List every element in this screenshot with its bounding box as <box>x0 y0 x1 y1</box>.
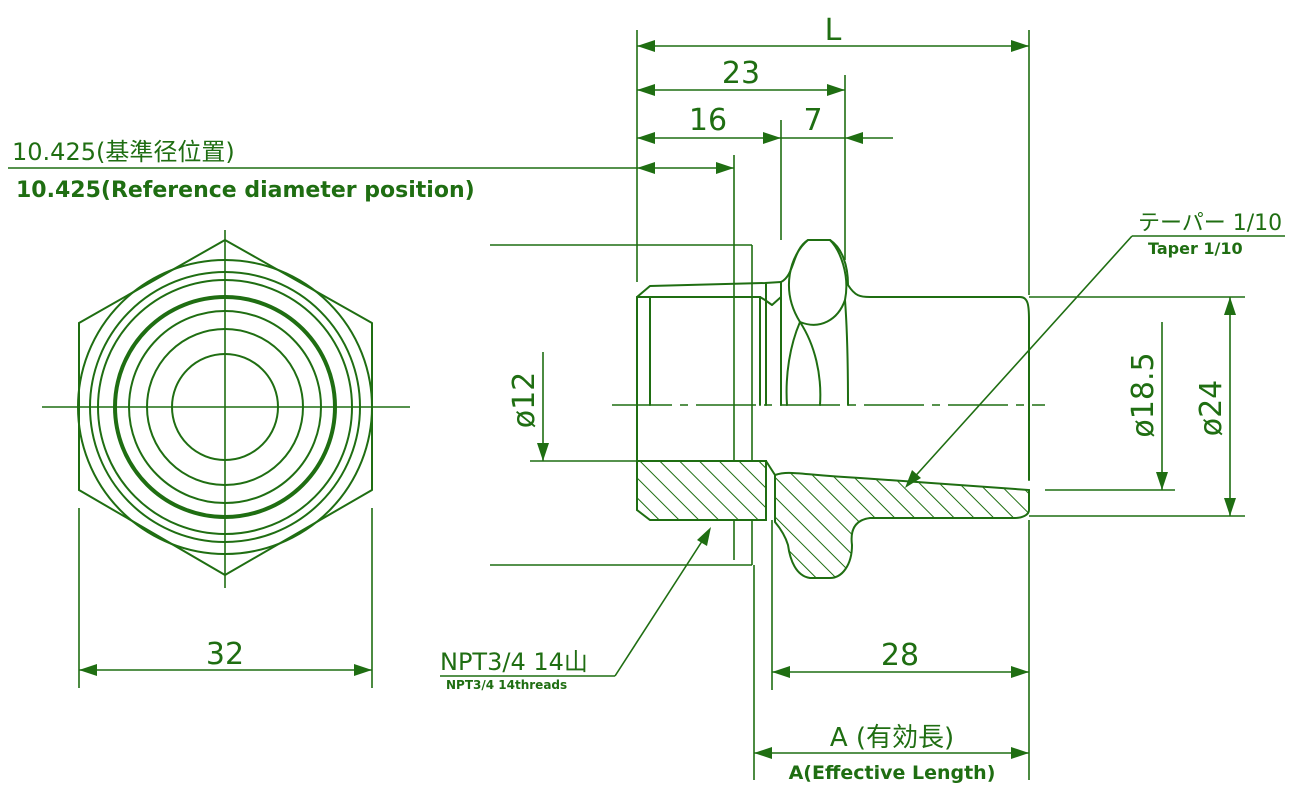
arrow-16-left <box>637 132 655 144</box>
thread-note-en: NPT3/4 14threads <box>446 678 567 692</box>
hex-flange-curve-right2 <box>844 299 849 406</box>
dim-L-label: L <box>825 13 842 48</box>
side-view: L 23 16 7 10.425(基準径位置) 10.425(Reference… <box>8 13 1285 784</box>
arrow-16-right <box>763 132 781 144</box>
section-hatch-body <box>774 471 1030 579</box>
taper-note-en: Taper 1/10 <box>1148 239 1243 258</box>
arrow-24-bottom <box>1224 498 1236 516</box>
arrow-28-right <box>1011 666 1029 678</box>
dim-7-label: 7 <box>803 103 822 138</box>
taper-arrow <box>905 470 921 488</box>
thread-note-jp: NPT3/4 14山 <box>440 648 588 676</box>
arrow-A-right <box>1011 747 1029 759</box>
dim-A-label-en: A(Effective Length) <box>789 762 996 784</box>
hex-flange-curve-left <box>785 321 801 406</box>
hex-flange-ellipse <box>787 239 848 326</box>
hex-flange-upper <box>780 239 1030 481</box>
dim-A-label: A (有効長) <box>830 723 954 753</box>
arrow-ref-right <box>716 162 734 174</box>
arrow-7-right <box>845 132 863 144</box>
dim-185-label: ø18.5 <box>1126 352 1161 437</box>
dim-16-label: 16 <box>689 103 727 138</box>
taper-leader <box>909 235 1133 483</box>
arrow-23-left <box>637 84 655 96</box>
dim-24-label: ø24 <box>1194 380 1229 437</box>
arrow-32-left <box>79 664 97 676</box>
hex-flange-curve-right <box>799 321 822 406</box>
arrow-28-left <box>772 666 790 678</box>
dim-12-label: ø12 <box>507 372 542 429</box>
arrow-12 <box>537 443 549 461</box>
dim-32-label: 32 <box>206 637 244 672</box>
thread-leader <box>614 531 709 677</box>
arrow-24-top <box>1224 297 1236 315</box>
arrow-L-right <box>1011 40 1029 52</box>
section-step <box>765 460 776 476</box>
arrow-23-right <box>827 84 845 96</box>
dim-23-label: 23 <box>722 56 760 91</box>
reference-note-en: 10.425(Reference diameter position) <box>16 178 475 203</box>
reference-note-jp: 10.425(基準径位置) <box>12 138 235 166</box>
hex-end-view: 32 <box>42 230 410 688</box>
thread-arrow <box>697 527 711 546</box>
arrow-L-left <box>637 40 655 52</box>
arrow-32-right <box>354 664 372 676</box>
dim-28-label: 28 <box>881 638 919 673</box>
arrow-ref-left <box>637 162 655 174</box>
arrow-185 <box>1156 472 1168 490</box>
section-hatch-thread <box>636 460 767 521</box>
taper-note-jp: テーパー 1/10 <box>1138 211 1282 236</box>
arrow-A-left <box>754 747 772 759</box>
